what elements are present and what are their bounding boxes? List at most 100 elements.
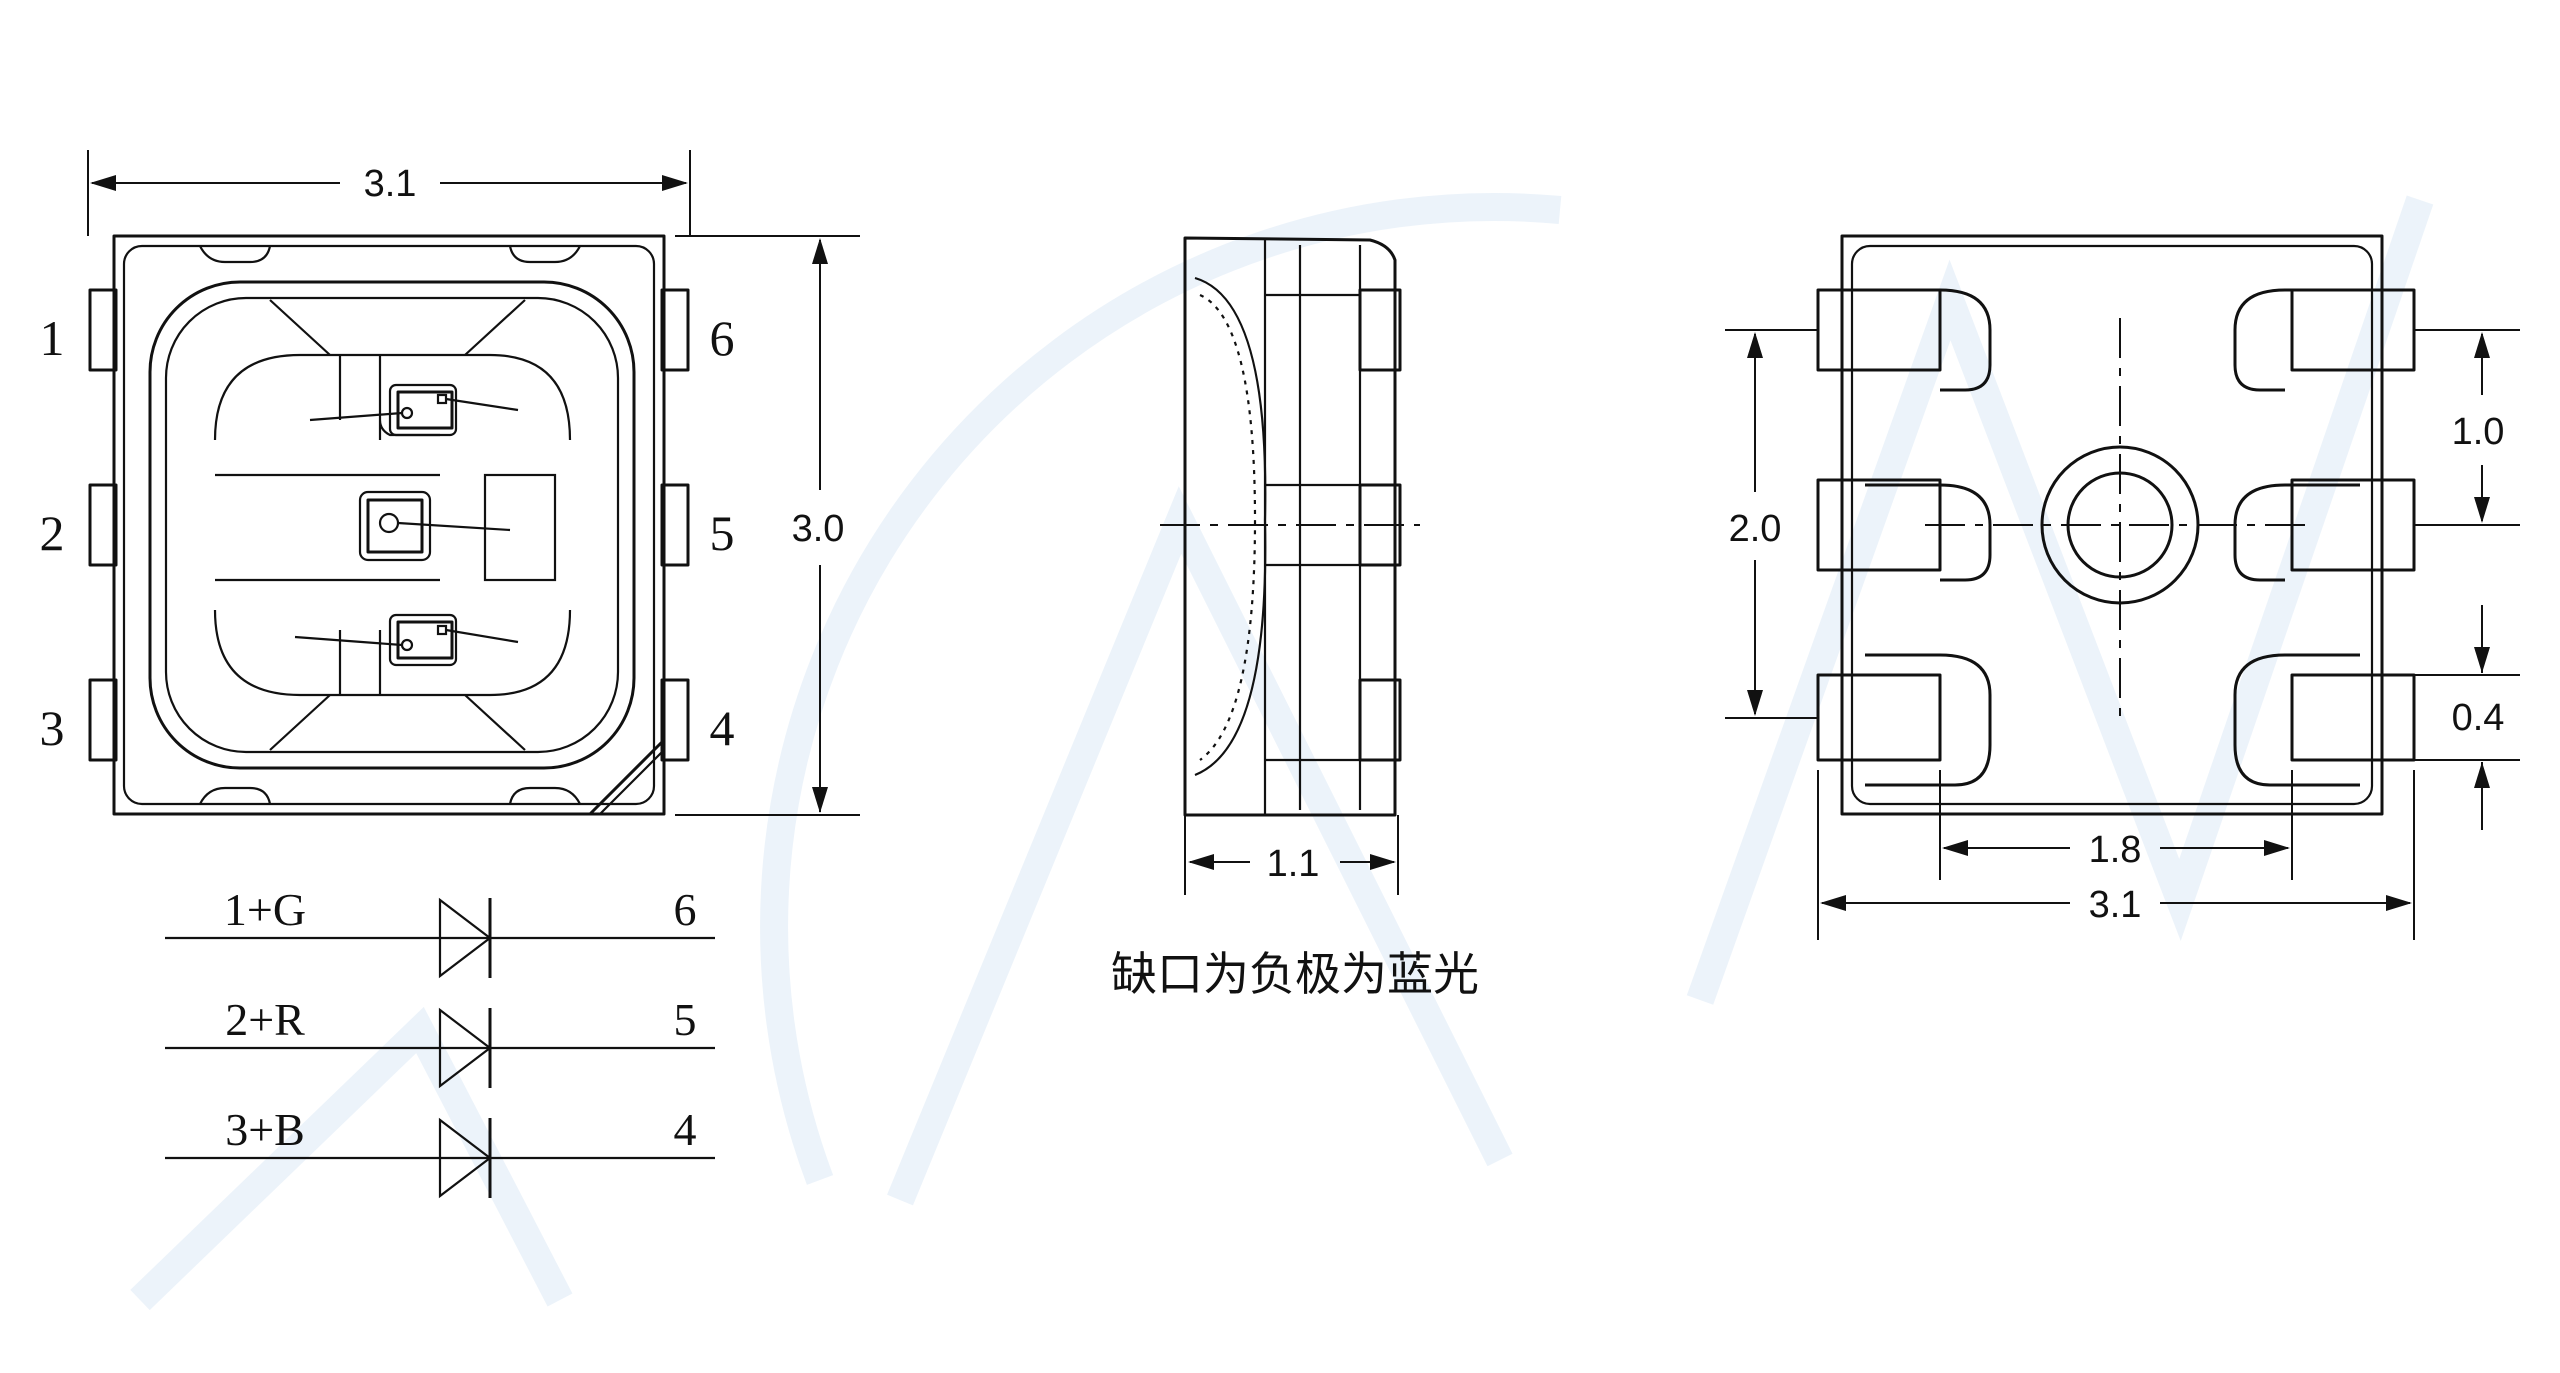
pin-number: 5 [710,505,735,561]
cathode-label: 6 [674,884,697,935]
schematic-row: 3+B 4 [165,1104,715,1199]
arrow-head [1942,840,1968,856]
lead-frame-top [213,353,572,441]
pinout-schematic: 1+G 6 2+R 5 3+B 4 [165,884,715,1199]
pin-tab [88,288,118,372]
arrow-head [2474,332,2490,358]
bond-pad [400,406,414,420]
diode-symbol [438,897,492,979]
arrow-head [2474,762,2490,788]
bottom-outline [1840,234,2384,816]
pin-tab [88,483,118,567]
top-view: 3.1 3.0 [40,150,860,816]
pin-number: 2 [40,505,65,561]
cathode-corner-mark [588,738,666,816]
cathode-label: 5 [674,994,697,1045]
pin-number: 4 [710,700,735,756]
cup-line [269,694,331,751]
arrow-head [2474,647,2490,673]
bond-wire [445,628,519,644]
arrow-head [812,238,828,264]
led-chip-green [396,390,454,430]
pin-tab [88,678,118,762]
pad-rim [2233,288,2360,392]
schematic-row: 1+G 6 [165,884,715,979]
bond-wire [397,521,511,532]
height-dimension-label: 3.0 [792,508,845,550]
arrow-head [2386,895,2412,911]
bond-pad [378,512,400,534]
lead-pad [483,473,557,582]
pin-tab [660,288,690,372]
arrow-head [2474,497,2490,523]
cup-line [464,694,526,751]
arrow-head [662,175,688,191]
side-lens-dots [1199,293,1257,761]
anode-label: 1+G [224,884,306,935]
cup-line [464,299,526,356]
cathode-note: 缺口为负极为蓝光 [1111,948,1479,1000]
led-chip-red [358,490,432,562]
arrow-head [90,175,116,191]
pin-number: 1 [40,310,65,366]
diode-symbol [438,1007,492,1089]
notch [199,245,272,264]
bond-pad [436,624,448,636]
arrow-head [2264,840,2290,856]
pad-width-dimension-label: 0.4 [2452,697,2505,739]
cathode-label: 4 [674,1104,697,1155]
arrow-head [1820,895,1846,911]
pad-pitch-dimension-label: 1.0 [2452,411,2505,453]
lead-frame [378,419,440,440]
led-chip-green [388,383,458,437]
notch [199,786,272,805]
arrow-head [1747,690,1763,716]
width-dimension-label: 3.1 [364,163,417,205]
reflector-cup [148,280,636,770]
bottom-inner-outline [1850,244,2374,806]
side-view: 1.1 缺口为负极为蓝光 [1111,236,1479,1000]
bond-wire [294,635,403,647]
arrow-head [812,787,828,813]
bond-wire [309,411,403,422]
led-chip-blue [396,620,454,660]
led-chip-red [366,498,424,554]
depth-dimension-label: 1.1 [1267,843,1320,885]
pad-rim [1865,653,1992,787]
arrow-head [1747,332,1763,358]
pad-rim [1865,483,1992,582]
lead-frame-bottom [213,609,572,697]
arrow-head [1370,854,1396,870]
reflector-cup-inner [164,296,620,754]
package-outline [112,234,666,816]
side-pin [1358,678,1402,762]
bottom-pad [1816,673,1942,762]
led-chip-blue [388,613,458,667]
pin-tab [660,678,690,762]
side-body-outline [1183,236,1397,817]
pin-number: 3 [40,700,65,756]
arrow-head [1188,854,1214,870]
anode-label: 3+B [225,1104,305,1155]
pin-number: 6 [710,310,735,366]
cup-line [269,299,331,356]
pad-rim [2233,653,2360,787]
anode-label: 2+R [225,994,305,1045]
bond-pad [436,393,448,405]
bottom-width-dimension-label: 3.1 [2089,884,2142,926]
side-pin [1358,288,1402,372]
bottom-pad [2290,673,2416,762]
watermark-logo [130,192,2434,1311]
package-inner-outline [122,244,656,806]
pad-span-dimension-label: 2.0 [1729,508,1782,550]
diode-symbol [438,1117,492,1199]
pin-tab [660,483,690,567]
schematic-row: 2+R 5 [165,994,715,1089]
notch [508,786,581,805]
notch [508,245,581,264]
bond-wire [445,397,519,412]
pad-rim [1865,288,1992,392]
bond-pad [400,638,414,652]
